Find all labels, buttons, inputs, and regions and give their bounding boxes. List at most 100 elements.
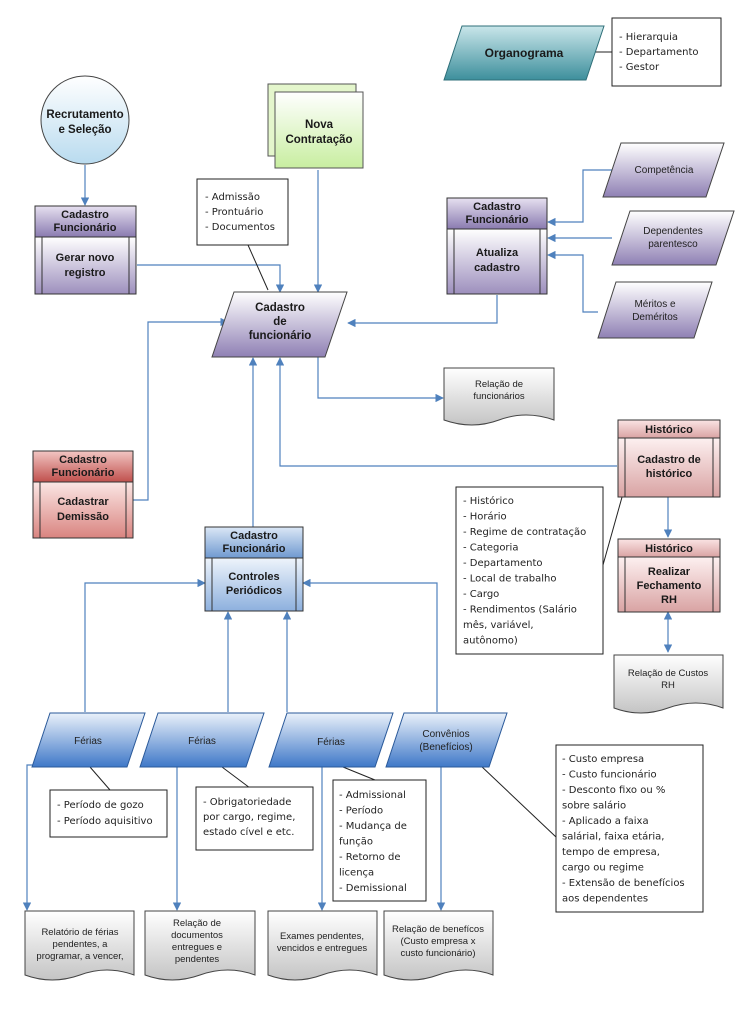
connector-atualiza-cadastro	[347, 295, 498, 328]
doc-ferias-line: Relatório de férias	[41, 927, 118, 938]
convenios-notes: - Custo empresa - Custo funcionário - De…	[555, 744, 704, 913]
fechamento-body: Fechamento	[637, 580, 702, 592]
doc-ferias-line: programar, a vencer,	[36, 951, 123, 962]
svg-text:- Hierarquia- Departamento- Ge: - Hierarquia- Departamento- Gestor	[619, 32, 699, 73]
doc-ferias-line: pendentes, a	[53, 939, 109, 950]
recrutamento-line: e Seleção	[58, 124, 111, 136]
admissao-notes: - Admissão - Prontuário - Documentos	[196, 178, 289, 246]
convenios-note: - Extensão de benefícios	[562, 877, 685, 889]
ferias1-note: - Período aquisitivo	[57, 815, 153, 827]
ferias3-note: - Demissional	[339, 883, 407, 894]
ferias3-note: - Período	[339, 805, 383, 817]
admissao-note: - Documentos	[205, 222, 275, 233]
convenios-line: (Benefícios)	[419, 742, 472, 753]
competencia-label: Competência	[635, 165, 694, 176]
connector-meritos-atualiza	[547, 250, 598, 313]
historico-note: - Horário	[463, 511, 507, 523]
historico-body: histórico	[646, 468, 693, 480]
competencia-node: Competência	[602, 142, 725, 198]
doc-documentos-line: entregues e	[172, 942, 222, 953]
organograma-note: - Hierarquia	[619, 32, 678, 43]
convenios-note: - Aplicado a faixa	[562, 816, 649, 827]
fechamento-body: Realizar	[648, 566, 691, 578]
doc-documentos-line: pendentes	[175, 954, 220, 965]
controles-header: Funcionário	[223, 543, 286, 555]
convenios-note: - Custo funcionário	[562, 769, 657, 781]
doc-documentos-line: Relação de	[173, 918, 221, 929]
meritos-node: Méritos e Deméritos	[597, 281, 713, 339]
convenios-note: - Desconto fixo ou %	[562, 785, 665, 796]
connector-cadastro-relacao	[317, 355, 444, 403]
relacao-funcionarios-line: Relação de	[475, 379, 523, 390]
cadastro-historico-node: Histórico Cadastro de histórico	[617, 419, 721, 498]
doc-exames-line: vencidos e entregues	[277, 943, 368, 954]
convenios-note: - Custo empresa	[562, 754, 644, 765]
connector-ferias1-doc	[22, 764, 40, 911]
meritos-line: Méritos e	[634, 299, 676, 310]
svg-text:- Histórico - Horário: - Histórico - Horário - Regime de contra…	[463, 495, 589, 647]
ferias1-notes: - Período de gozo- Período aquisitivo	[49, 789, 168, 838]
historico-note: - Categoria	[463, 543, 518, 554]
meritos-line: Deméritos	[632, 312, 678, 323]
doc-exames: Exames pendentes,vencidos e entregues	[267, 910, 378, 981]
ferias3-note: - Admissional	[339, 790, 406, 801]
fechamento-header: Histórico	[645, 543, 693, 555]
admissao-note: - Prontuário	[205, 206, 263, 218]
historico-header: Histórico	[645, 424, 693, 436]
ferias3-notes: - Admissional - Período - Mudança de fun…	[332, 779, 427, 902]
historico-body: Cadastro de	[637, 454, 701, 466]
convenios-note: sobre salário	[562, 800, 626, 812]
ferias2-note: por cargo, regime,	[203, 812, 295, 823]
gerar-registro-header: Funcionário	[54, 222, 117, 234]
svg-text:- Admissional - Período: - Admissional - Período - Mudança de fun…	[339, 790, 410, 894]
demissao-header: Funcionário	[52, 467, 115, 479]
ferias3-label: Férias	[317, 737, 345, 748]
demissao-body: Demissão	[57, 511, 109, 523]
controles-body: Periódicos	[226, 585, 282, 597]
ferias3-note: função	[339, 837, 373, 848]
svg-text:- Período de gozo- Período aqu: - Período de gozo- Período aquisitivo	[57, 799, 153, 827]
svg-text:Exames pendentes,vencidos e en: Exames pendentes,vencidos e entregues	[277, 931, 368, 954]
doc-beneficios-line: Relação de benefícos	[392, 924, 484, 935]
controles-header: Cadastro	[230, 530, 278, 542]
demissao-body: Cadastrar	[57, 496, 109, 508]
ferias2-label: Férias	[188, 736, 216, 747]
historico-note: - Cargo	[463, 589, 499, 600]
connector-demissao-cadastro	[133, 317, 229, 501]
doc-documentos-line: documentos	[171, 930, 223, 941]
fechamento-body: RH	[661, 594, 677, 606]
atualiza-header: Cadastro	[473, 201, 521, 213]
relacao-funcionarios-line: funcionários	[473, 391, 524, 402]
ferias2-note: estado cível e etc.	[203, 826, 294, 838]
organograma-notes: - Hierarquia- Departamento- Gestor	[611, 17, 722, 87]
connector-competencia-atualiza	[547, 169, 620, 227]
doc-beneficios-line: (Custo empresa x	[401, 936, 476, 947]
admissao-note: - Admissão	[205, 192, 260, 203]
